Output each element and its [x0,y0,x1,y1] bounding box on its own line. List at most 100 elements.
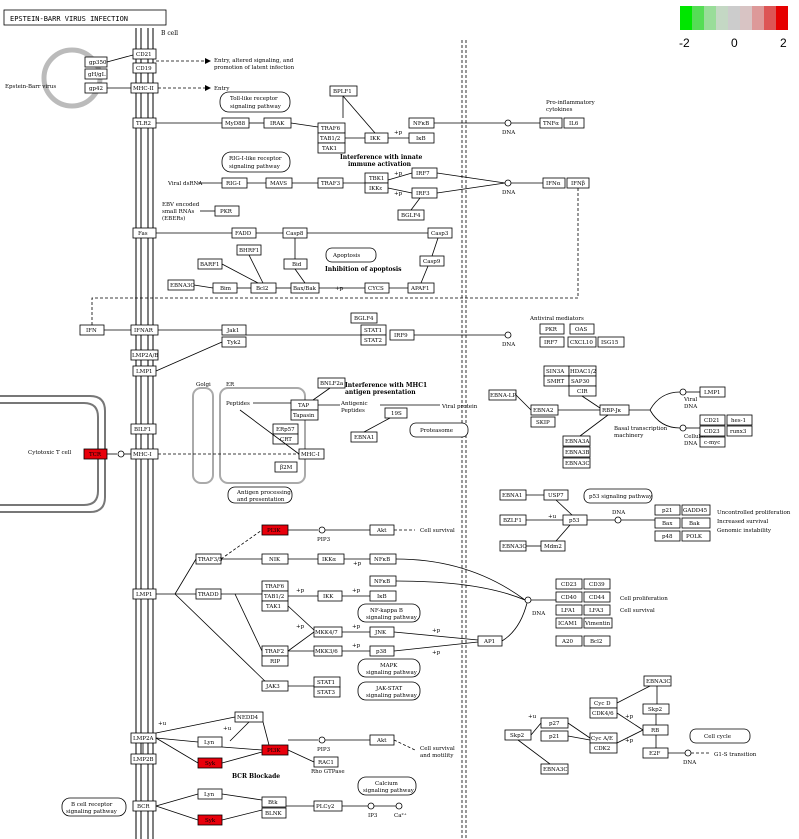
gene-label: Bcl2 [256,286,268,292]
gene-POLK[interactable] [681,530,711,542]
gene-LFA1[interactable] [555,604,583,616]
gene-Casp3[interactable] [427,227,453,239]
gene-Btk[interactable] [261,796,287,808]
gene-CXCL10[interactable] [567,336,597,348]
gene-label: Bax/Bak [293,286,317,292]
gene-A20[interactable] [555,635,583,647]
gene-CD19[interactable] [132,62,157,74]
gene-label: EBNA3C [646,679,671,685]
gene-Bak[interactable] [681,517,711,529]
title-box [3,9,167,26]
gene-cmyc[interactable] [699,436,726,448]
pathway-label: JAK-STAT [375,686,403,692]
gene-Bax[interactable] [654,517,681,529]
gene-EBNA3Cb[interactable] [562,457,591,469]
gene-OAS[interactable] [569,323,595,335]
gene-hes1[interactable] [726,414,753,426]
gene-CD44[interactable] [583,591,611,603]
gene-runx3[interactable] [726,425,753,437]
gene-CD23b[interactable] [555,578,583,590]
gene-label: Mdm2 [544,544,562,550]
g1s-label: G1-S transition [714,752,757,758]
pathway-calcium[interactable] [357,776,417,796]
gene-label: IFNβ [571,181,585,187]
gene-STAT2[interactable] [360,334,387,346]
gene-gHgL[interactable] [84,68,108,80]
gene-Bcl2b[interactable] [583,635,611,647]
gene-LMP2AB[interactable] [130,349,159,361]
gene-GADD45[interactable] [681,504,711,516]
gene-PKRb[interactable] [539,323,565,335]
gene-EBNA3A[interactable] [562,435,591,447]
gene-p21[interactable] [654,504,681,516]
gene-label: LMP1 [136,369,152,375]
gene-BGLF4b[interactable] [350,312,378,324]
gene-B2M[interactable] [274,461,298,473]
pathway-jakstat[interactable] [357,681,421,701]
gene-CD23[interactable] [699,425,726,437]
gene-label: IRAK [270,121,285,127]
gene-ICAM1[interactable] [555,617,583,629]
pathway-p53[interactable] [583,488,653,504]
gene-TAK1[interactable] [317,142,346,154]
legend-tick-min: -2 [679,36,690,50]
gene-BLNK[interactable] [261,807,287,819]
gene-label: CYCS [368,286,384,292]
gene-CDK2[interactable] [589,742,618,754]
pathway-cell-cycle[interactable] [689,728,751,744]
gene-IRF7b[interactable] [539,336,565,348]
gene-label: NFκB [374,557,390,563]
gene-label: Fas [138,231,148,237]
pathway-toll-like[interactable] [219,91,291,113]
gene-label: gp42 [89,86,103,92]
pathway-label: p53 signaling pathway [589,494,653,500]
ebers-label: EBV encoded [162,202,200,208]
gene-LFA3[interactable] [583,604,611,616]
ebers-label: (EBERs) [162,215,185,222]
gene-label: STAT1 [364,328,382,334]
gene-LMP1b[interactable] [699,386,726,398]
gene-ISG15[interactable] [597,336,625,348]
pathway-rig-like[interactable] [221,151,291,173]
interference-mhc-label: Interference with MHC1 [345,382,427,389]
gene-label: Tapasin [293,413,315,419]
gene-label: TRAF6 [265,584,285,590]
gene-BILF1[interactable] [130,423,157,435]
gene-SKIP[interactable] [530,416,556,428]
gene-CD21b[interactable] [699,414,726,426]
gene-p48[interactable] [654,530,681,542]
gene-EBNA3Cd[interactable] [643,675,672,687]
gene-label: STAT2 [364,338,382,344]
gene-Tapasin[interactable] [290,409,319,421]
gene-IkB2[interactable] [369,590,397,602]
gene-Jak1[interactable] [221,324,247,336]
gene-label: MKK4/7 [315,630,338,636]
gene-CD39[interactable] [583,578,611,590]
pathway-antigen-processing[interactable] [227,486,293,504]
er-compartment [219,387,306,484]
gene-RIP[interactable] [261,655,289,667]
gene-19S[interactable] [384,407,408,419]
gene-EBNA3Ce[interactable] [540,763,569,775]
gene-Bid[interactable] [283,258,308,270]
pip3-label: PIP3 [317,747,331,753]
gene-STAT3[interactable] [313,686,341,698]
legend-tick-max: 2 [780,36,787,50]
gene-IFNa[interactable] [542,177,566,189]
gene-label: CDK2 [594,746,610,752]
pathway-bcell-receptor[interactable] [61,797,127,817]
gene-Vimentin[interactable] [583,617,613,629]
gene-label: p21 [549,734,560,740]
pathway-nfkb[interactable] [357,603,421,623]
gene-label: EBNA1 [502,493,522,499]
gene-EBNA3B[interactable] [562,446,591,458]
pathway-apoptosis[interactable] [325,247,377,263]
gene-TNFa[interactable] [539,117,563,129]
gene-LMP2B[interactable] [130,753,157,765]
gene-CD40[interactable] [555,591,583,603]
gene-IL6[interactable] [563,117,585,129]
gene-CD21[interactable] [132,48,157,60]
pathway-mapk[interactable] [357,658,421,678]
gene-BNLF2a[interactable] [317,377,346,389]
pathway-proteasome[interactable] [409,422,469,438]
